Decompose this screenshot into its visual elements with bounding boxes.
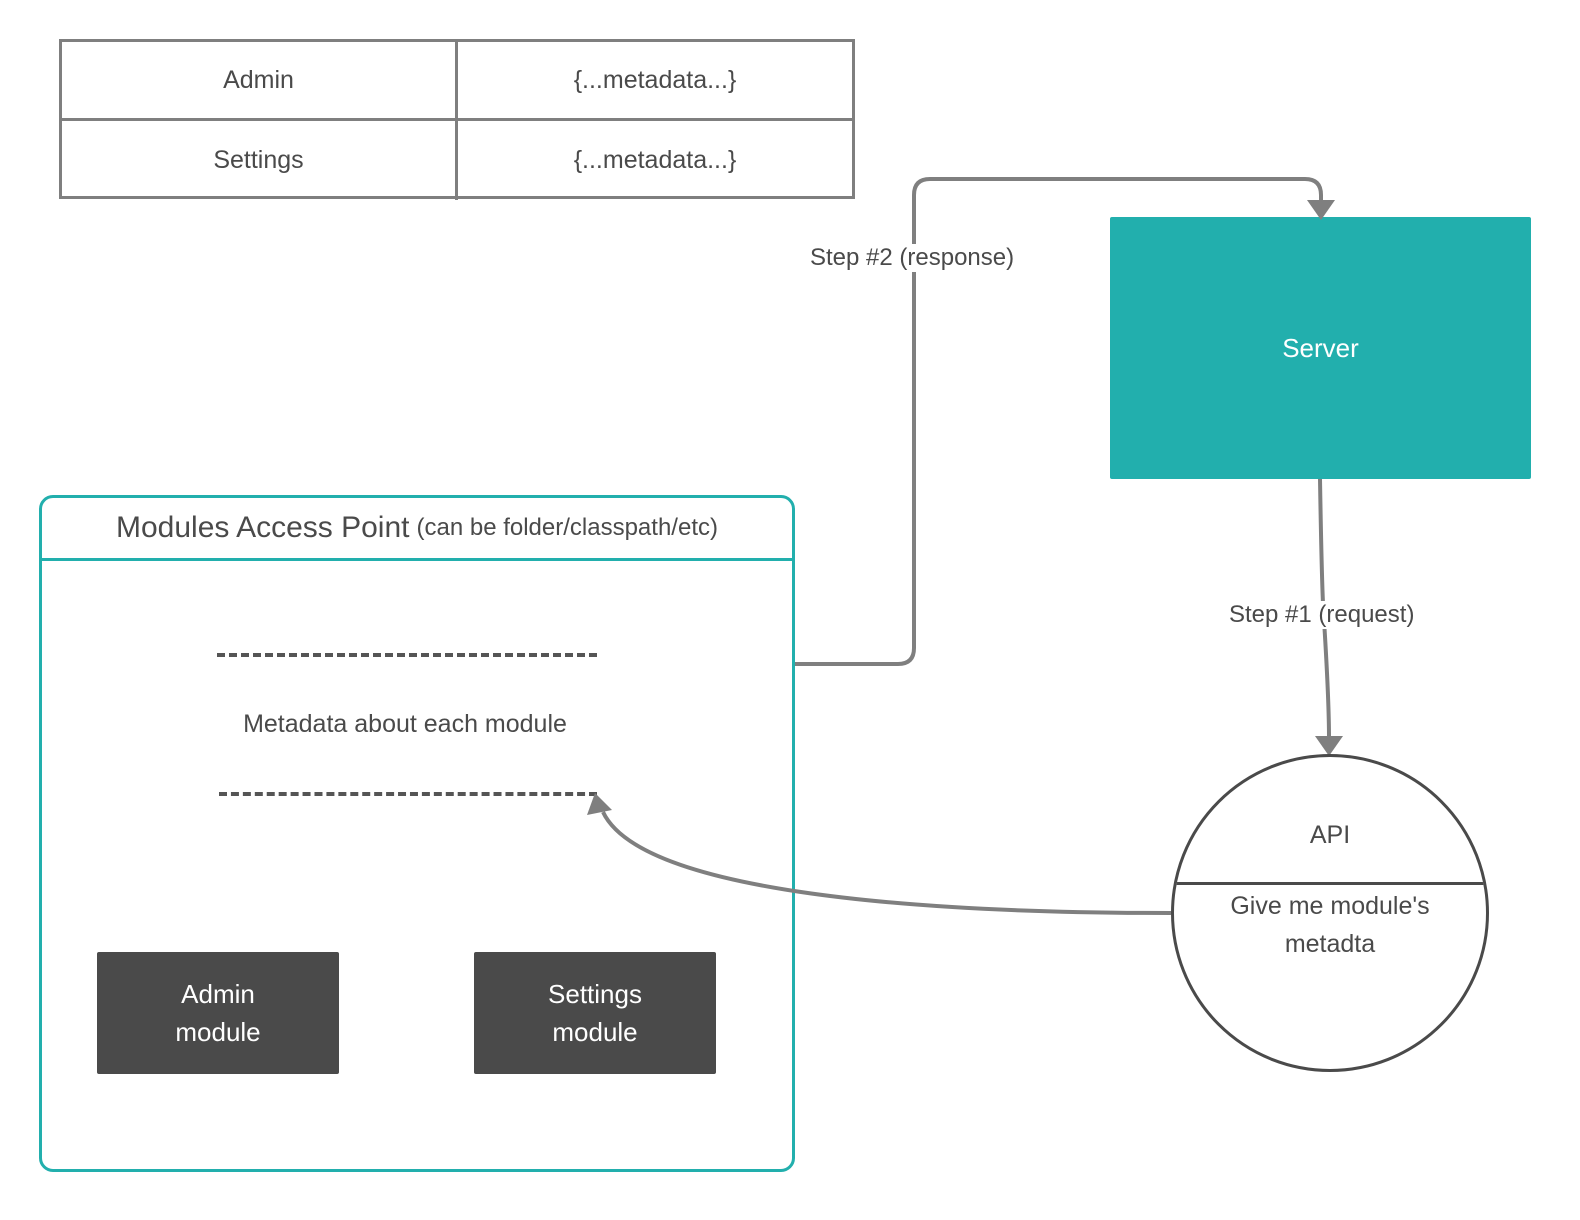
api-description-line2: metadta: [1284, 930, 1376, 958]
dashed-separator-top: [217, 653, 597, 657]
api-description-line1: Give me module's: [1230, 892, 1430, 920]
api-description: Give me module's metadta: [1194, 887, 1466, 963]
api-divider: [1174, 882, 1486, 885]
metadata-label: Metadata about each module: [243, 710, 567, 738]
settings-module[interactable]: Settings module: [474, 952, 716, 1074]
api-node[interactable]: API Give me module's metadta: [1171, 754, 1489, 1072]
table-row: Settings {...metadata...}: [62, 121, 852, 200]
admin-module-line1: Admin: [181, 979, 255, 1009]
admin-module-line2: module: [175, 1017, 261, 1047]
table-cell-metadata: {...metadata...}: [573, 65, 737, 94]
settings-module-line2: module: [552, 1017, 638, 1047]
api-title: API: [1309, 821, 1351, 849]
modules-access-point-container[interactable]: Modules Access Point (can be folder/clas…: [39, 495, 795, 1172]
table-row: Admin {...metadata...}: [62, 42, 852, 121]
metadata-table: Admin {...metadata...} Settings {...meta…: [59, 39, 855, 200]
step2-label: Step #2 (response): [806, 244, 1019, 272]
server-label: Server: [1282, 332, 1359, 363]
table-cell-module: Settings: [62, 121, 458, 200]
step1-label: Step #1 (request): [1225, 601, 1419, 629]
modules-access-point-header: Modules Access Point (can be folder/clas…: [42, 498, 792, 561]
modules-access-point-title: Modules Access Point: [116, 511, 410, 544]
table-cell-module: Admin: [62, 42, 458, 118]
modules-access-point-subtitle: (can be folder/classpath/etc): [416, 514, 718, 541]
admin-module[interactable]: Admin module: [97, 952, 339, 1074]
step1-arrowhead-icon: [1315, 736, 1343, 756]
server-node[interactable]: Server: [1110, 217, 1531, 479]
table-cell-metadata: {...metadata...}: [573, 146, 737, 174]
settings-module-line1: Settings: [548, 979, 642, 1009]
dashed-separator-bottom: [219, 792, 597, 796]
